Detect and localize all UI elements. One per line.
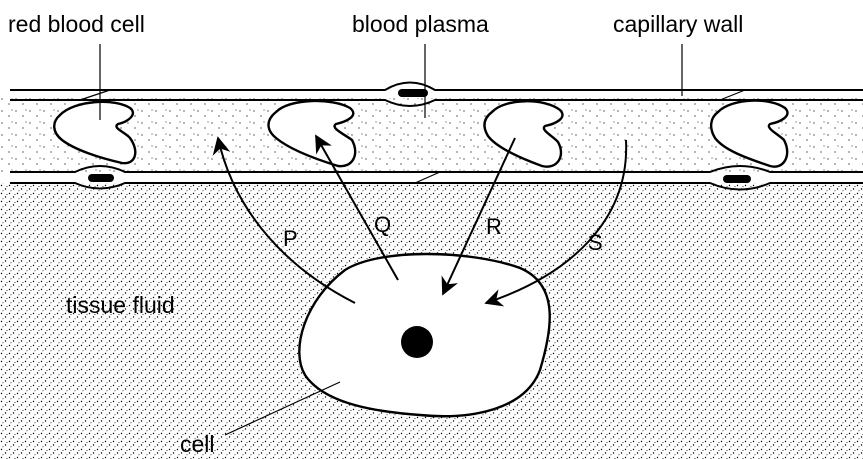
label-arrow-p: P: [283, 226, 298, 251]
label-arrow-r: R: [486, 214, 502, 239]
label-tissue-fluid: tissue fluid: [66, 292, 175, 318]
label-cell: cell: [180, 431, 215, 457]
cell-nucleus: [401, 326, 433, 358]
label-red-blood-cell: red blood cell: [8, 11, 145, 37]
label-arrow-q: Q: [374, 212, 391, 237]
label-arrow-s: S: [588, 230, 603, 255]
label-capillary-wall: capillary wall: [613, 11, 743, 37]
label-blood-plasma: blood plasma: [352, 11, 489, 37]
